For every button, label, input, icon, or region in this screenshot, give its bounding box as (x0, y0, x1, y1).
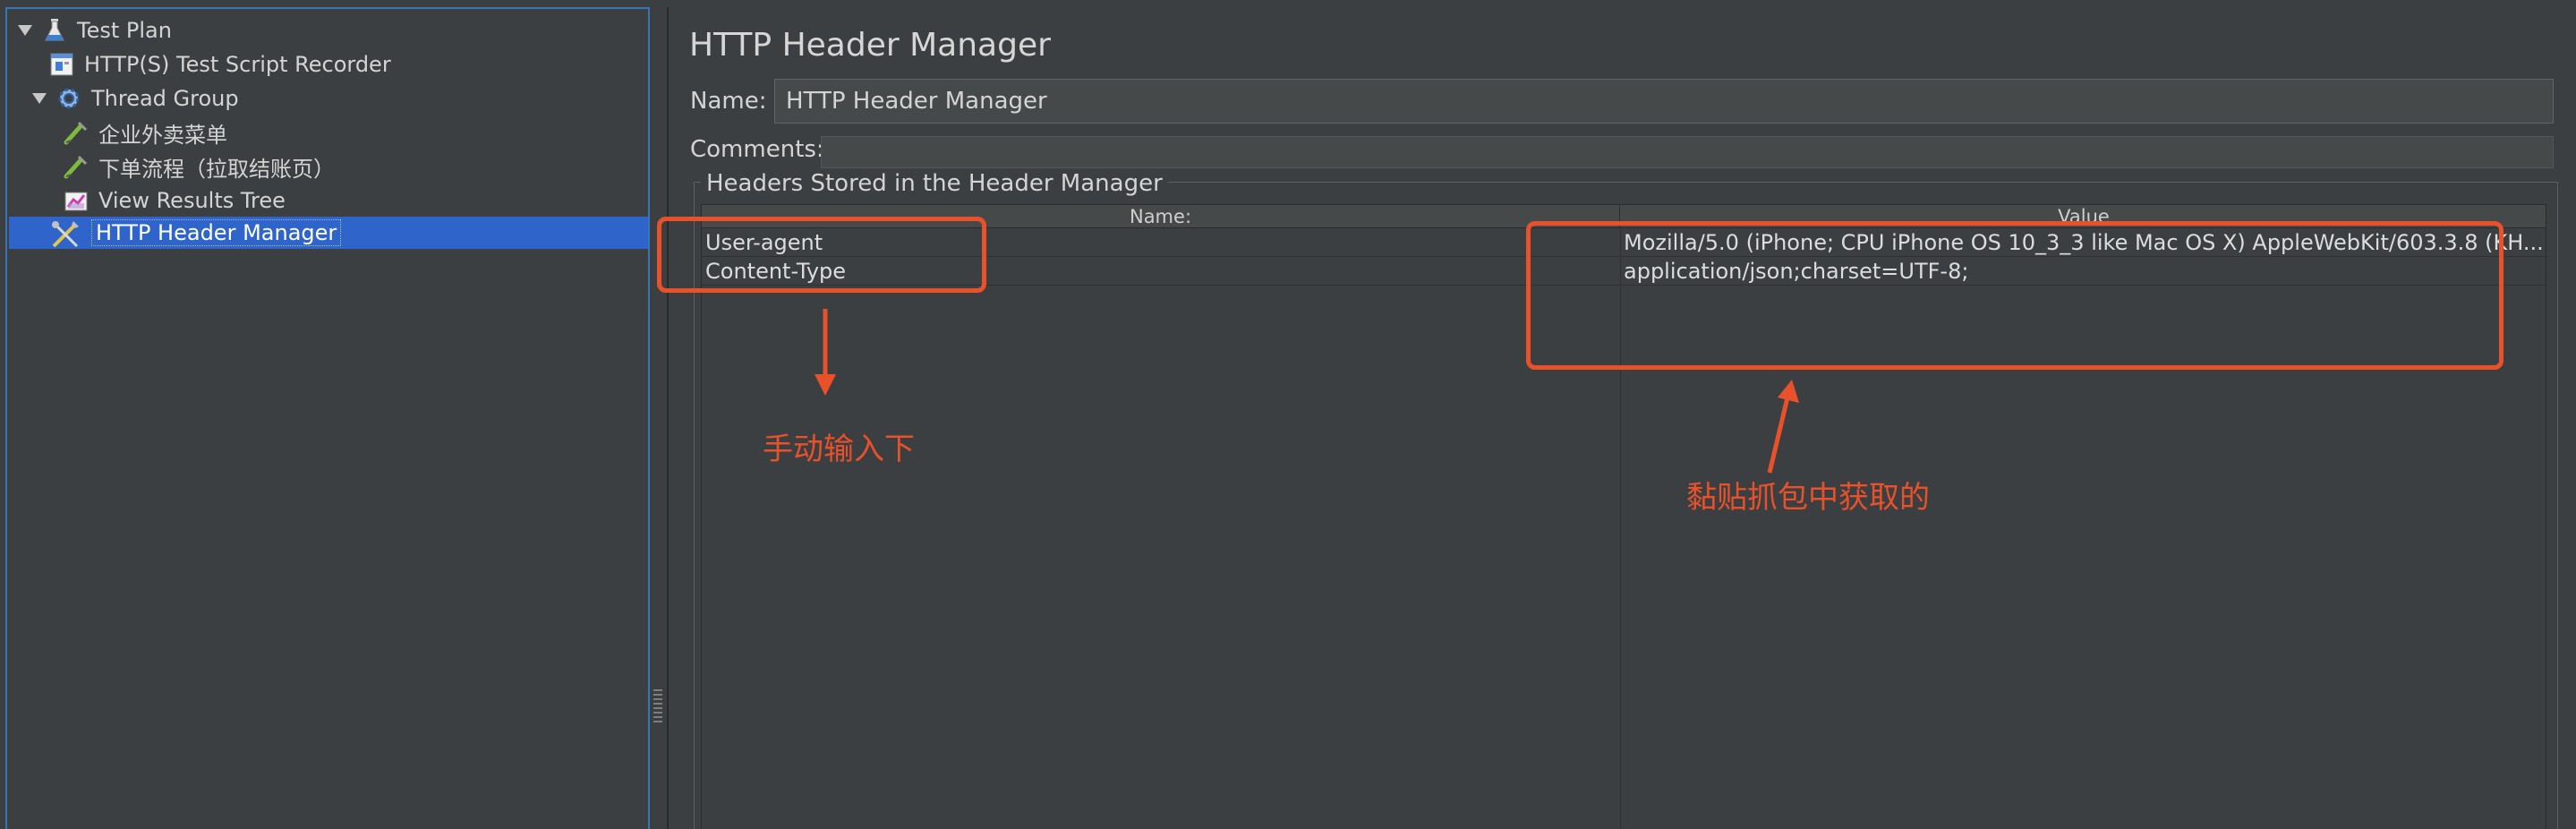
page-title: HTTP Header Manager (689, 27, 1051, 64)
annotation-box-values (1526, 221, 2503, 370)
tree-node-label: HTTP Header Manager (91, 219, 342, 246)
tree-node-test-plan[interactable]: Test Plan (16, 14, 172, 47)
header-name-cell[interactable]: Content-Type (705, 259, 847, 284)
annotation-text-paste: 黏贴抓包中获取的 (1686, 480, 1930, 516)
table-row[interactable]: Content-Type application/json;charset=UT… (702, 257, 2546, 286)
test-plan-tree: Test Plan HTTP(S) Test Script Recorder (5, 7, 650, 829)
collapse-toggle-icon[interactable] (16, 21, 34, 39)
headers-group-title: Headers Stored in the Header Manager (701, 170, 1168, 197)
header-name-cell[interactable]: User-agent (705, 230, 823, 255)
tools-icon (50, 219, 79, 248)
tree-node-sampler-order[interactable]: 下单流程（拉取结账页） (63, 150, 335, 183)
tree-node-label: Thread Group (91, 86, 239, 111)
annotation-box-names (657, 217, 986, 293)
chart-icon (63, 187, 90, 214)
tree-node-label: 企业外卖菜单 (98, 122, 227, 148)
comments-field[interactable] (821, 136, 2554, 168)
sampler-icon (63, 153, 90, 180)
header-manager-panel: HTTP Header Manager Name: Comments: Head… (667, 7, 2576, 829)
headers-table: Name: Value User-agent Mozilla/5.0 (iPho… (701, 204, 2546, 829)
name-field[interactable] (774, 79, 2554, 124)
annotation-text-manual: 手动输入下 (763, 432, 915, 467)
header-value-cell[interactable]: Mozilla/5.0 (iPhone; CPU iPhone OS 10_3_… (1624, 230, 2542, 255)
tree-node-view-results[interactable]: View Results Tree (63, 184, 286, 217)
tree-node-label: 下单流程（拉取结账页） (98, 156, 335, 182)
tree-node-label: Test Plan (77, 18, 172, 43)
tree-node-header-manager[interactable]: HTTP Header Manager (9, 217, 648, 249)
column-divider (1620, 228, 1621, 829)
sampler-icon (63, 119, 90, 146)
header-value-cell[interactable]: application/json;charset=UTF-8; (1624, 259, 1969, 284)
headers-group (694, 182, 2558, 829)
tree-node-recorder[interactable]: HTTP(S) Test Script Recorder (48, 48, 391, 81)
tree-node-thread-group[interactable]: Thread Group (30, 82, 239, 115)
tree-node-label: View Results Tree (98, 188, 286, 213)
collapse-toggle-icon[interactable] (30, 90, 48, 107)
gear-icon (55, 85, 82, 112)
table-row[interactable]: User-agent Mozilla/5.0 (iPhone; CPU iPho… (702, 228, 2546, 257)
flask-icon (41, 17, 68, 44)
comments-label: Comments: (690, 136, 824, 163)
name-label: Name: (690, 88, 767, 115)
tree-node-label: HTTP(S) Test Script Recorder (84, 52, 391, 77)
tree-node-sampler-menu[interactable]: 企业外卖菜单 (63, 116, 227, 149)
recorder-icon (48, 51, 75, 78)
column-header-name[interactable]: Name: (702, 205, 1620, 228)
splitter-handle[interactable] (653, 689, 662, 725)
